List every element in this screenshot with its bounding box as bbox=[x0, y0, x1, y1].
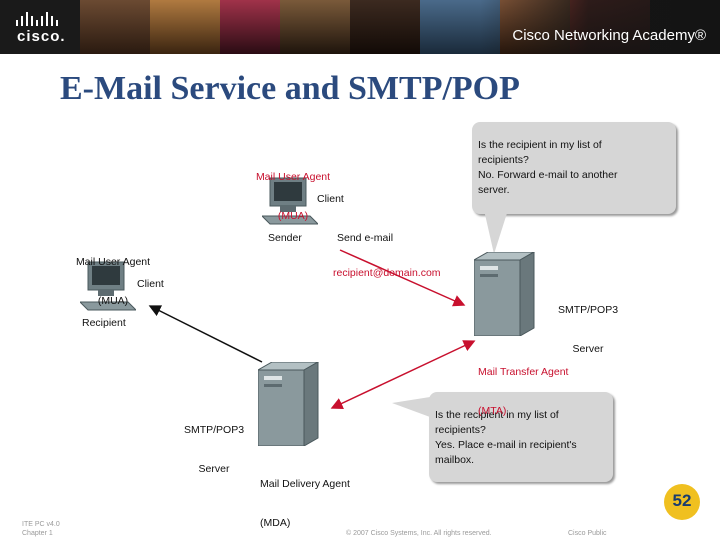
header-banner: cisco. Cisco Networking Academy® bbox=[0, 0, 720, 54]
mda-server-word: Server bbox=[198, 463, 230, 475]
sender-device-label: Client bbox=[317, 193, 344, 205]
bubble-line: No. Forward e-mail to another bbox=[478, 169, 618, 181]
mda-server-label: SMTP/POP3 Server bbox=[174, 398, 254, 489]
sender-client-icon bbox=[262, 177, 318, 225]
cisco-logo-bars-icon bbox=[16, 12, 58, 26]
bubble-line: recipients? bbox=[478, 154, 529, 166]
mda-agent-name: Mail Delivery Agent bbox=[260, 478, 350, 490]
bubble-line: mailbox. bbox=[435, 454, 475, 466]
mta-server-label: SMTP/POP3 Server bbox=[548, 278, 628, 369]
page-number-badge: 52 bbox=[664, 484, 700, 520]
bubble-line: Yes. Place e-mail in recipient's bbox=[435, 439, 577, 451]
mda-bubble-tail bbox=[392, 397, 430, 417]
mda-server-icon bbox=[258, 362, 320, 446]
mta-agent-label: Mail Transfer Agent (MTA) bbox=[478, 340, 568, 431]
recipient-client-icon bbox=[80, 261, 136, 311]
mta-agent-name: Mail Transfer Agent bbox=[478, 366, 569, 378]
bubble-line: recipients? bbox=[435, 424, 486, 436]
mda-thought-bubble bbox=[429, 392, 613, 482]
banner-fade bbox=[480, 0, 720, 54]
mda-server-type: SMTP/POP3 bbox=[183, 424, 245, 436]
recipient-role-label: Recipient bbox=[82, 317, 126, 329]
sender-agent-abbr: (MUA) bbox=[277, 210, 309, 222]
banner-photo bbox=[150, 0, 220, 54]
cisco-logo-wordmark: cisco. bbox=[17, 28, 66, 45]
retrieve-arrow bbox=[148, 305, 263, 363]
bubble-line: Is the recipient in my list of bbox=[478, 139, 602, 151]
classification-label: Cisco Public bbox=[568, 530, 607, 537]
mda-agent-label: Mail Delivery Agent (MDA) bbox=[260, 452, 350, 543]
course-name: ITE PC v4.0 bbox=[22, 521, 60, 528]
mta-bubble-tail bbox=[484, 210, 508, 254]
banner-photo bbox=[350, 0, 420, 54]
mta-agent-abbr: (MTA) bbox=[478, 405, 507, 417]
banner-photo bbox=[220, 0, 280, 54]
sender-agent-name: Mail User Agent bbox=[255, 171, 331, 183]
course-info: ITE PC v4.0 Chapter 1 bbox=[22, 520, 60, 538]
recipient-address-label: recipient@domain.com bbox=[333, 267, 441, 279]
recipient-agent-abbr: (MUA) bbox=[97, 295, 129, 307]
academy-brand: Cisco Networking Academy® bbox=[512, 27, 706, 44]
mda-agent-abbr: (MDA) bbox=[260, 517, 291, 529]
mta-thought-bubble bbox=[472, 122, 676, 214]
send-arrow bbox=[339, 249, 466, 307]
page-title: E-Mail Service and SMTP/POP bbox=[60, 70, 520, 107]
recipient-device-label: Client bbox=[137, 278, 164, 290]
mta-server-type: SMTP/POP3 bbox=[557, 304, 619, 316]
chapter-name: Chapter 1 bbox=[22, 530, 53, 537]
copyright-notice: © 2007 Cisco Systems, Inc. All rights re… bbox=[346, 530, 492, 537]
send-email-label: Send e-mail bbox=[337, 232, 394, 244]
bubble-line: server. bbox=[478, 184, 510, 196]
recipient-agent-label: Mail User Agent (MUA) bbox=[68, 230, 158, 321]
mta-server-word: Server bbox=[572, 343, 604, 355]
sender-role-label: Sender bbox=[268, 232, 302, 244]
banner-photo bbox=[80, 0, 150, 54]
banner-photo bbox=[280, 0, 350, 54]
mta-bubble-text: Is the recipient in my list of recipient… bbox=[478, 138, 617, 198]
page-number: 52 bbox=[672, 491, 692, 510]
recipient-agent-name: Mail User Agent bbox=[75, 256, 151, 268]
sender-agent-label: Mail User Agent (MUA) bbox=[248, 145, 338, 236]
mta-server-icon bbox=[474, 252, 536, 336]
mda-bubble-text: Is the recipient in my list of recipient… bbox=[435, 408, 577, 468]
bubble-line: Is the recipient in my list of bbox=[435, 409, 559, 421]
relay-arrow bbox=[330, 340, 476, 409]
